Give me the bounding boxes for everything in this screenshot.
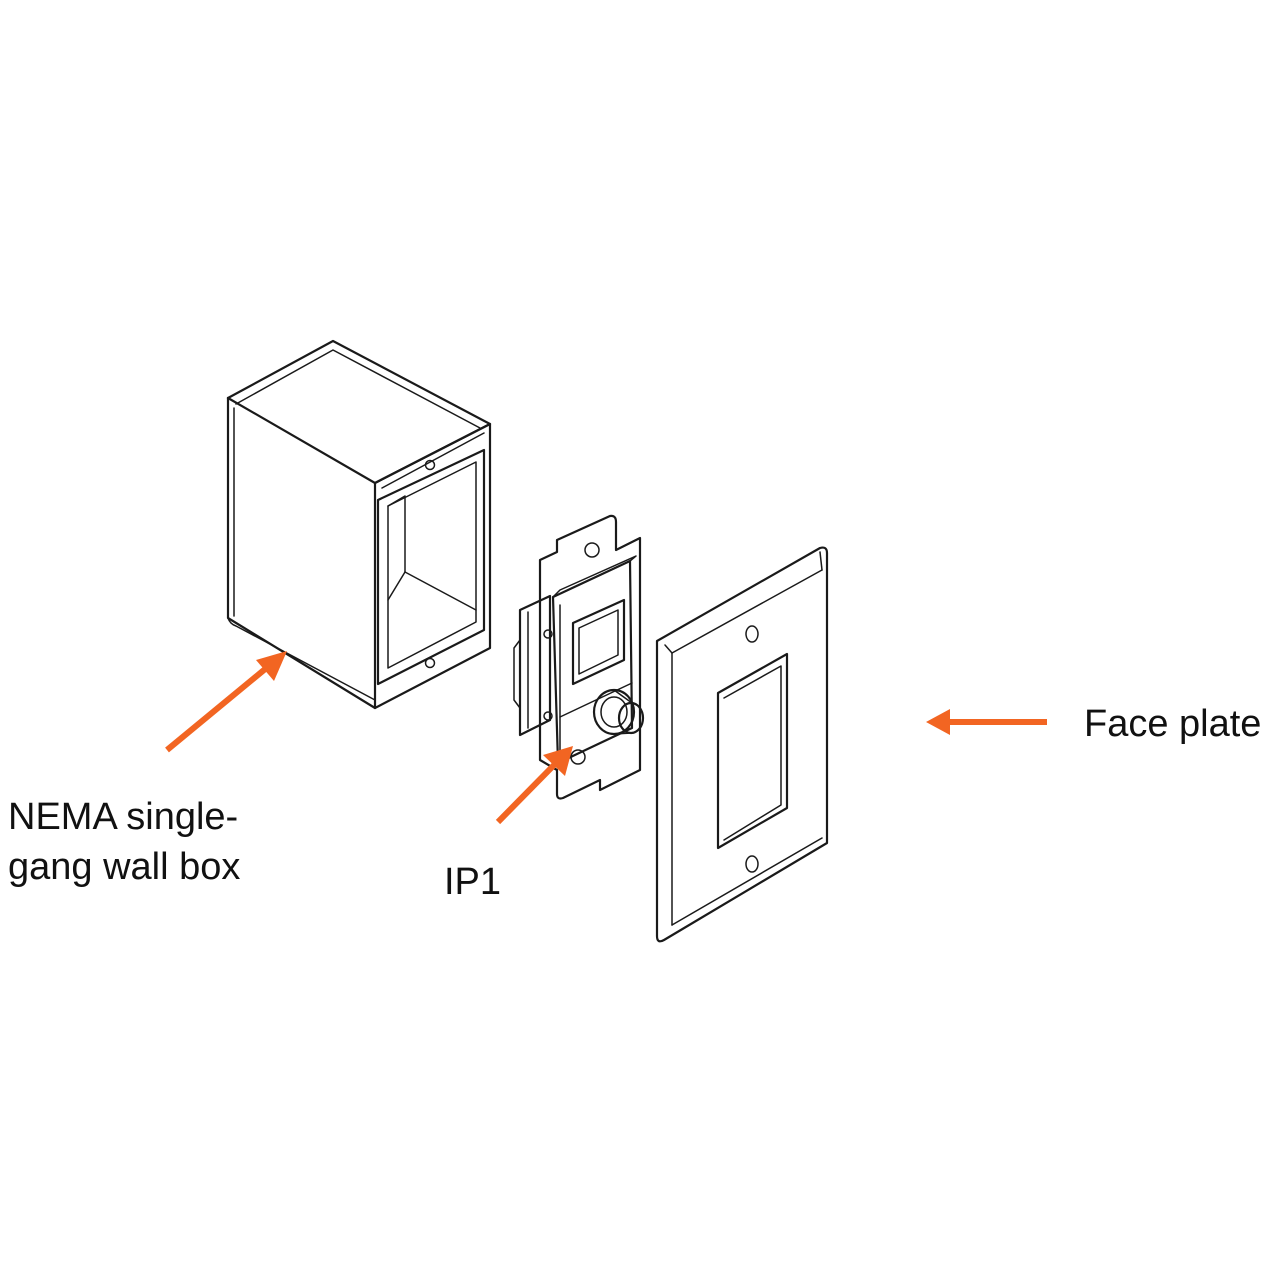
wall-box-drawing: [226, 339, 492, 710]
face-plate-drawing: [655, 546, 829, 943]
wall-box-label-line2: gang wall box: [8, 846, 241, 888]
wall-box-label-line1: NEMA single-: [8, 796, 239, 838]
ip1-label: IP1: [444, 861, 502, 903]
face-plate-label: Face plate: [1084, 703, 1262, 745]
ip1-device-drawing: [513, 514, 645, 800]
wall-box-label: NEMA single- gang wall box: [8, 792, 240, 892]
arrow-to-wall-box: [165, 651, 287, 753]
arrow-to-ip1: [495, 746, 573, 825]
arrow-to-face-plate: [926, 709, 1047, 735]
